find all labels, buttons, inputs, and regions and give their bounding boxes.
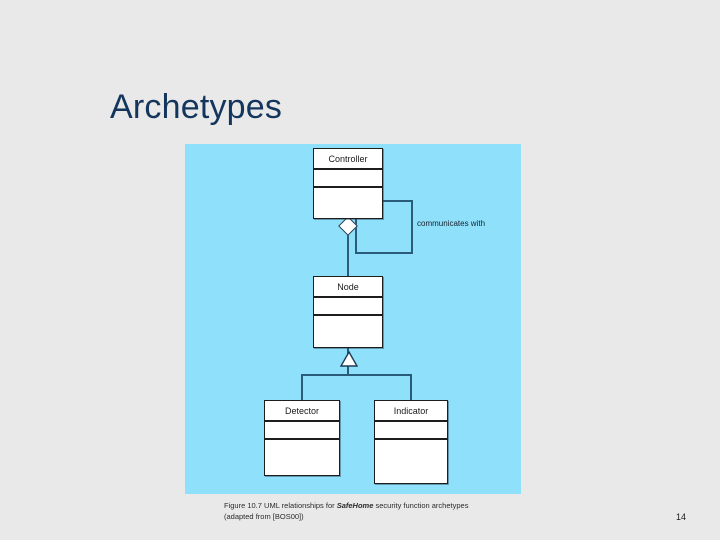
uml-class-attributes xyxy=(265,422,339,440)
caption-text-pre: UML relationships for xyxy=(264,501,337,510)
uml-class-indicator[interactable]: Indicator xyxy=(374,400,448,484)
generalization-drop-detector xyxy=(301,374,303,401)
uml-class-operations xyxy=(375,440,447,483)
aggregation-line xyxy=(347,230,349,276)
uml-class-attributes xyxy=(375,422,447,440)
uml-class-name: Detector xyxy=(265,401,339,422)
uml-class-detector[interactable]: Detector xyxy=(264,400,340,476)
association-label: communicates with xyxy=(417,219,486,228)
uml-class-operations xyxy=(314,188,382,218)
uml-class-operations xyxy=(265,440,339,475)
page-title: Archetypes xyxy=(110,88,283,126)
caption-source: (adapted from [BOS00]) xyxy=(224,512,304,521)
figure-caption: Figure 10.7 UML relationships for SafeHo… xyxy=(224,500,534,522)
uml-class-name: Node xyxy=(314,277,382,298)
uml-class-attributes xyxy=(314,170,382,188)
caption-figure-number: Figure 10.7 xyxy=(224,501,262,510)
page-number: 14 xyxy=(675,512,686,522)
assoc-line-bottom xyxy=(355,252,413,254)
uml-class-operations xyxy=(314,316,382,347)
uml-diagram-panel: communicates with Controller Node Detect… xyxy=(185,144,521,494)
uml-class-attributes xyxy=(314,298,382,316)
caption-product-name: SafeHome xyxy=(336,501,374,510)
uml-class-name: Indicator xyxy=(375,401,447,422)
assoc-line-left xyxy=(355,219,357,254)
generalization-triangle-icon xyxy=(340,351,358,367)
uml-class-name: Controller xyxy=(314,149,382,170)
assoc-line-right xyxy=(411,200,413,254)
caption-text-post: security function archetypes xyxy=(373,501,469,510)
uml-class-controller[interactable]: Controller xyxy=(313,148,383,219)
uml-class-node[interactable]: Node xyxy=(313,276,383,348)
generalization-branch xyxy=(301,374,411,376)
generalization-drop-indicator xyxy=(410,374,412,401)
assoc-line-top xyxy=(383,200,413,202)
